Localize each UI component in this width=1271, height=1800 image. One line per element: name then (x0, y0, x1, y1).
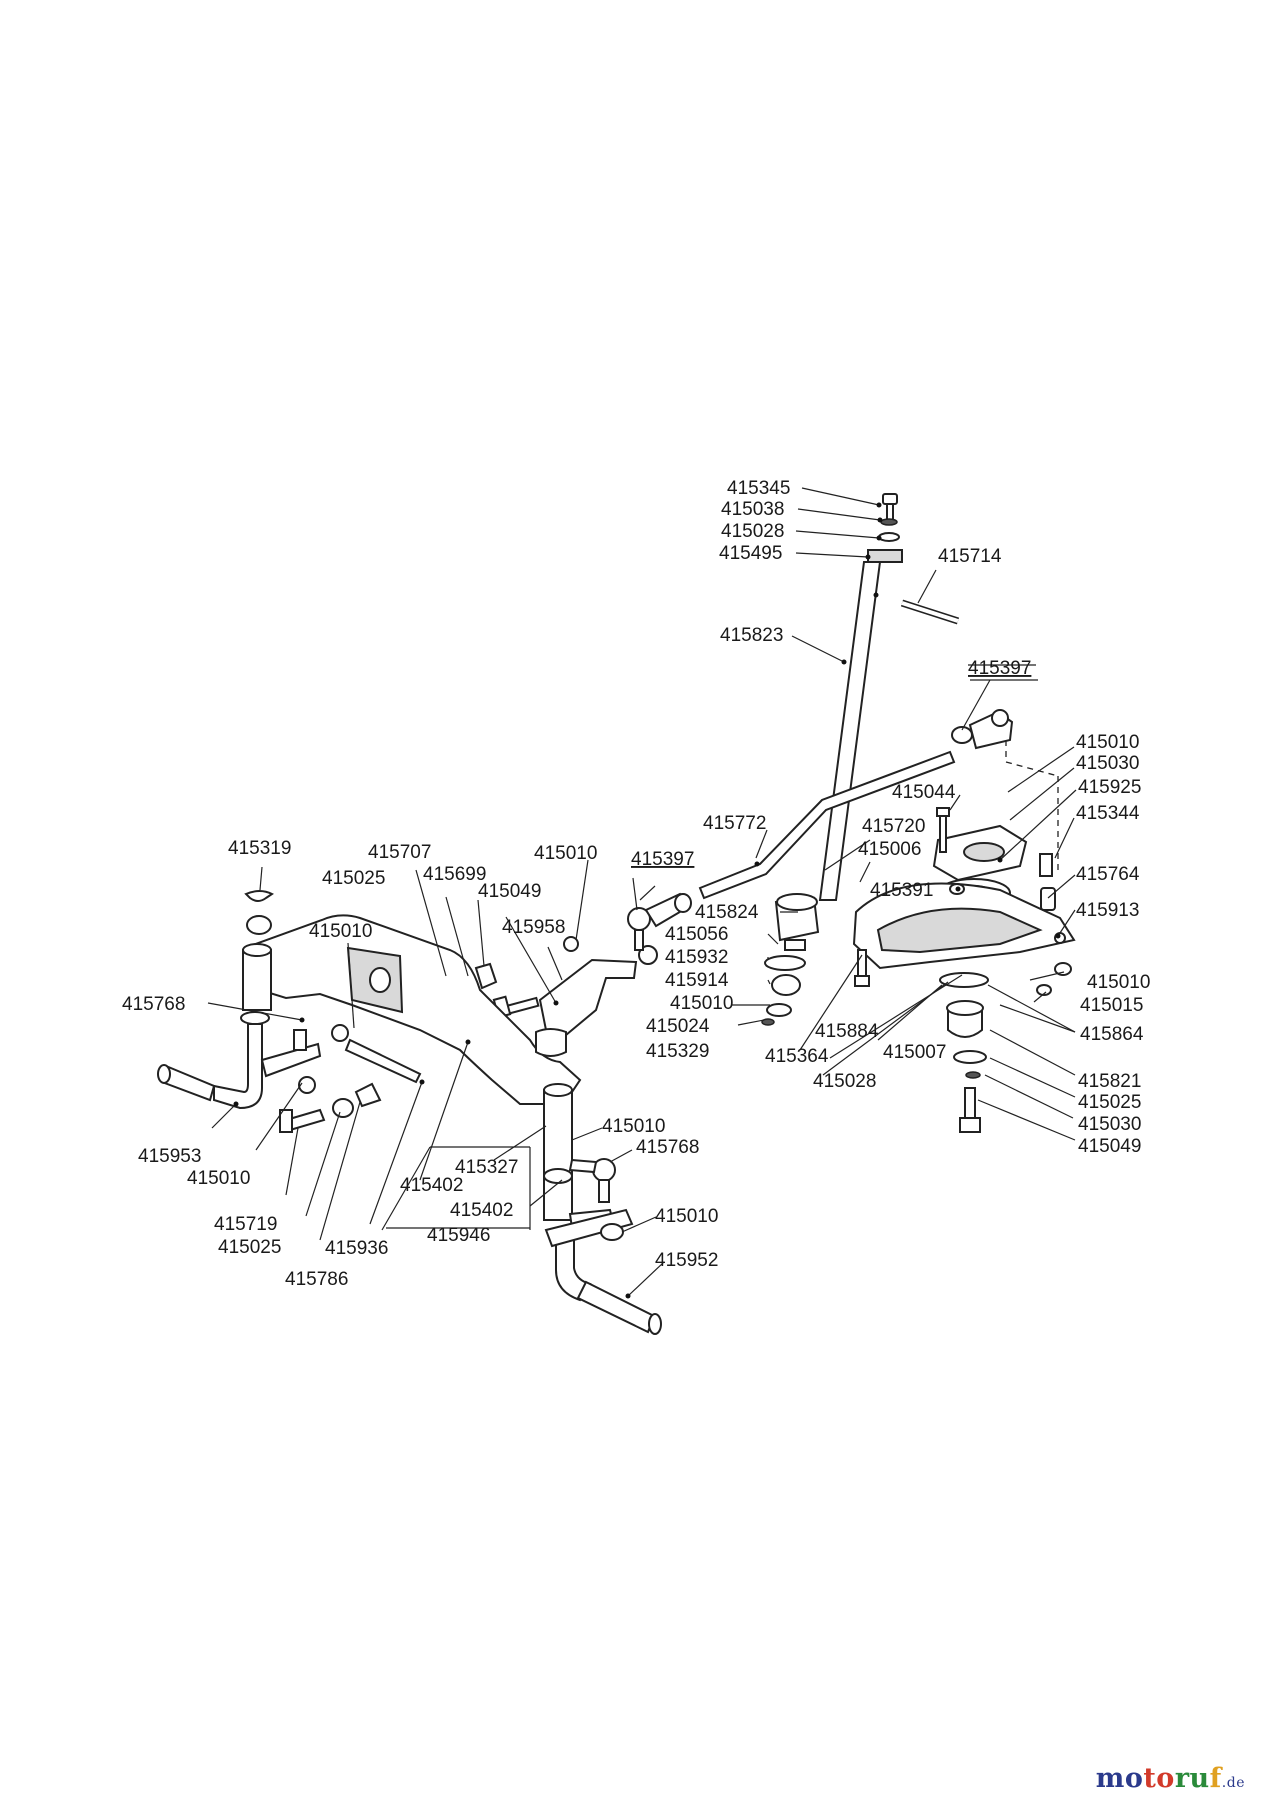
label-415025-top: 415025 (322, 868, 385, 889)
left-tie-link (279, 1024, 422, 1133)
left-spindle (157, 1023, 322, 1110)
motoruf-logo: motoruf.de (1096, 1763, 1245, 1794)
tie-rod (698, 750, 956, 900)
right-spindle (544, 1208, 662, 1335)
logo-part-4: f (1209, 1763, 1222, 1794)
logo-part-1: mo (1095, 1763, 1144, 1794)
label-415010-right: 415010 (1087, 972, 1150, 993)
logo-part-3: ru (1174, 1763, 1210, 1794)
label-415397-right: 415397 (968, 658, 1031, 679)
bolt-415044 (936, 807, 950, 853)
dashed-guide (1005, 761, 1059, 777)
label-415025-right: 415025 (1078, 1092, 1141, 1113)
parts-drawing (157, 493, 1076, 1335)
left-kingpin (240, 890, 274, 1025)
label-415006: 415006 (858, 839, 921, 860)
label-415958: 415958 (502, 917, 565, 938)
label-415786: 415786 (285, 1269, 348, 1290)
label-415913: 415913 (1076, 900, 1139, 921)
ball-joint-right (951, 709, 1014, 750)
label-415925: 415925 (1078, 777, 1141, 798)
label-415345: 415345 (727, 478, 790, 499)
label-415010-center: 415010 (670, 993, 733, 1014)
sector-gear (852, 882, 1076, 970)
label-dots (233, 502, 1061, 1299)
label-415932: 415932 (665, 947, 728, 968)
label-415953: 415953 (138, 1146, 201, 1167)
label-415028-bottom: 415028 (813, 1071, 876, 1092)
label-415049-top: 415049 (478, 881, 541, 902)
logo-part-2: to (1143, 1763, 1175, 1794)
label-415030-right: 415030 (1078, 1114, 1141, 1135)
bolt-415364 (854, 949, 870, 987)
leader-lines (207, 487, 1077, 1297)
label-415768-right: 415768 (636, 1137, 699, 1158)
label-415768-left: 415768 (122, 994, 185, 1015)
label-415884: 415884 (815, 1021, 879, 1042)
label-415823: 415823 (720, 625, 783, 646)
label-415038: 415038 (721, 499, 784, 520)
top-bolt-stack (867, 493, 903, 563)
label-415056: 415056 (665, 924, 728, 945)
label-415914: 415914 (665, 970, 729, 991)
pivot-stack (939, 972, 989, 1133)
label-415720: 415720 (862, 816, 925, 837)
label-415049-right: 415049 (1078, 1136, 1141, 1157)
ball-joint-left (627, 892, 692, 951)
label-415010-right-kingpin: 415010 (602, 1116, 665, 1137)
label-415007: 415007 (883, 1042, 946, 1063)
label-415028: 415028 (721, 521, 784, 542)
right-ball-joint (568, 1158, 616, 1203)
label-415329: 415329 (646, 1041, 709, 1062)
label-415010-left-bottom: 415010 (187, 1168, 250, 1189)
label-415364: 415364 (765, 1046, 829, 1067)
label-415864: 415864 (1080, 1024, 1144, 1045)
label-415719: 415719 (214, 1214, 277, 1235)
label-415015: 415015 (1080, 995, 1143, 1016)
label-415030-top: 415030 (1076, 753, 1139, 774)
part-labels: 415345 415038 415028 415495 415714 41582… (122, 478, 1150, 1290)
bearing-flange (932, 824, 1028, 882)
label-415764: 415764 (1076, 864, 1140, 885)
label-415699: 415699 (423, 864, 486, 885)
label-415824: 415824 (695, 902, 759, 923)
pin-415714 (900, 599, 960, 625)
label-415402-a: 415402 (400, 1175, 463, 1196)
label-415024: 415024 (646, 1016, 710, 1037)
label-415044: 415044 (892, 782, 956, 803)
label-415344: 415344 (1076, 803, 1140, 824)
label-415010-left-top: 415010 (309, 921, 372, 942)
label-415772: 415772 (703, 813, 766, 834)
pinion-gear (774, 893, 820, 951)
logo-part-5: .de (1221, 1775, 1245, 1791)
label-415707: 415707 (368, 842, 431, 863)
label-415010-mid: 415010 (534, 843, 597, 864)
label-415010-top: 415010 (1076, 732, 1139, 753)
label-415391: 415391 (870, 880, 933, 901)
label-415821: 415821 (1078, 1071, 1141, 1092)
label-415402-b: 415402 (450, 1200, 513, 1221)
label-415946: 415946 (427, 1225, 490, 1246)
label-415025-bottom: 415025 (218, 1237, 281, 1258)
label-415952: 415952 (655, 1250, 718, 1271)
label-415327: 415327 (455, 1157, 518, 1178)
label-415319: 415319 (228, 838, 291, 859)
steering-shaft (818, 561, 882, 901)
label-415010-bottom: 415010 (655, 1206, 718, 1227)
label-415495: 415495 (719, 543, 782, 564)
label-415397-left: 415397 (631, 849, 694, 870)
label-415936: 415936 (325, 1238, 388, 1259)
label-415714: 415714 (938, 546, 1002, 567)
bushing-415764 (1039, 853, 1056, 911)
